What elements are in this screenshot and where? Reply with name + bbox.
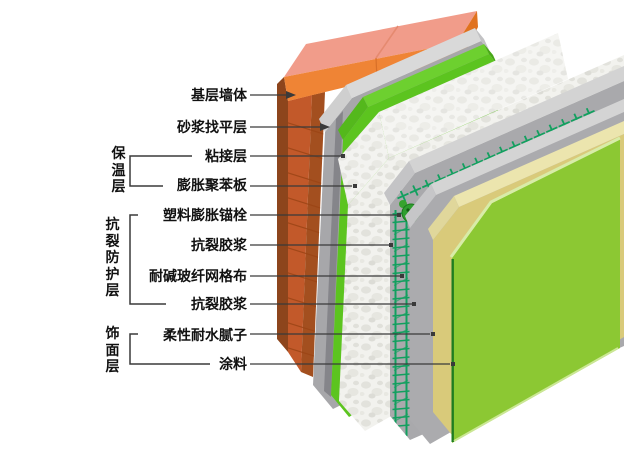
crack2-bevel-face	[405, 184, 436, 228]
putty-top-face	[454, 121, 624, 207]
eps-bevel-face	[338, 112, 389, 205]
label-putty: 柔性耐水腻子	[163, 327, 247, 343]
label-base-wall: 基层墙体	[191, 87, 247, 103]
dot-crack2	[412, 302, 416, 306]
bond-top-face	[363, 44, 489, 107]
mortar-top-face	[346, 28, 481, 98]
bracket-finish	[129, 333, 210, 365]
mortar-bevel-face	[319, 85, 352, 132]
brick-cap-top-face	[284, 11, 477, 77]
paint-bottom-edge-highlight	[453, 347, 619, 442]
layer-finish-coating	[449, 136, 621, 443]
paint-front-face	[452, 139, 620, 443]
paint-top-edge-highlight	[449, 136, 621, 258]
dot-anchor	[397, 213, 401, 217]
bond-bevel-face	[338, 97, 368, 140]
mortar-end-face	[475, 28, 490, 52]
eps-top-face	[379, 33, 568, 158]
eps-top-face-highlight	[379, 33, 568, 158]
group-label-crack-protect: 抗裂防护层	[105, 216, 120, 298]
eps-bevel-highlight	[338, 112, 389, 205]
label-anchor: 塑料膨胀锚栓	[163, 207, 247, 223]
dot-mesh	[400, 274, 404, 278]
label-mortar: 砂浆找平层	[177, 119, 247, 135]
bracket-insulation	[129, 155, 192, 187]
brick-cap-seam	[375, 25, 399, 59]
anchor-dot	[406, 208, 410, 212]
group-label-insulation: 保温层	[111, 145, 126, 194]
arrowhead-base-wall	[286, 91, 296, 99]
label-eps: 膨胀聚苯板	[177, 177, 247, 193]
label-crack1: 抗裂胶浆	[191, 237, 247, 253]
leader-ends	[286, 91, 455, 366]
brick-front-face	[288, 95, 312, 372]
dot-bond	[341, 154, 345, 158]
dot-eps	[353, 184, 357, 188]
label-coating: 涂料	[219, 356, 247, 372]
label-bond: 粘接层	[205, 148, 247, 164]
label-mesh: 耐碱玻纤网格布	[149, 268, 247, 284]
label-crack2: 抗裂胶浆	[191, 296, 247, 312]
layer-fiberglass-mesh	[392, 206, 410, 436]
bracket-crack-protect	[129, 214, 166, 305]
putty-bevel-face	[428, 196, 459, 240]
group-label-finish: 饰面层	[105, 325, 120, 374]
crack2-top-face	[431, 99, 624, 195]
mortar-shadow-strip	[324, 111, 343, 397]
bond-end-face	[484, 44, 498, 66]
crack1-top-face	[409, 66, 624, 173]
brick-return-face	[301, 92, 325, 377]
dot-putty	[431, 332, 435, 336]
dot-coating	[451, 362, 455, 366]
crack1-bevel-face	[384, 161, 415, 205]
leader-lines	[129, 94, 450, 365]
arrowhead-mortar	[320, 123, 330, 131]
dot-crack1	[389, 243, 393, 247]
